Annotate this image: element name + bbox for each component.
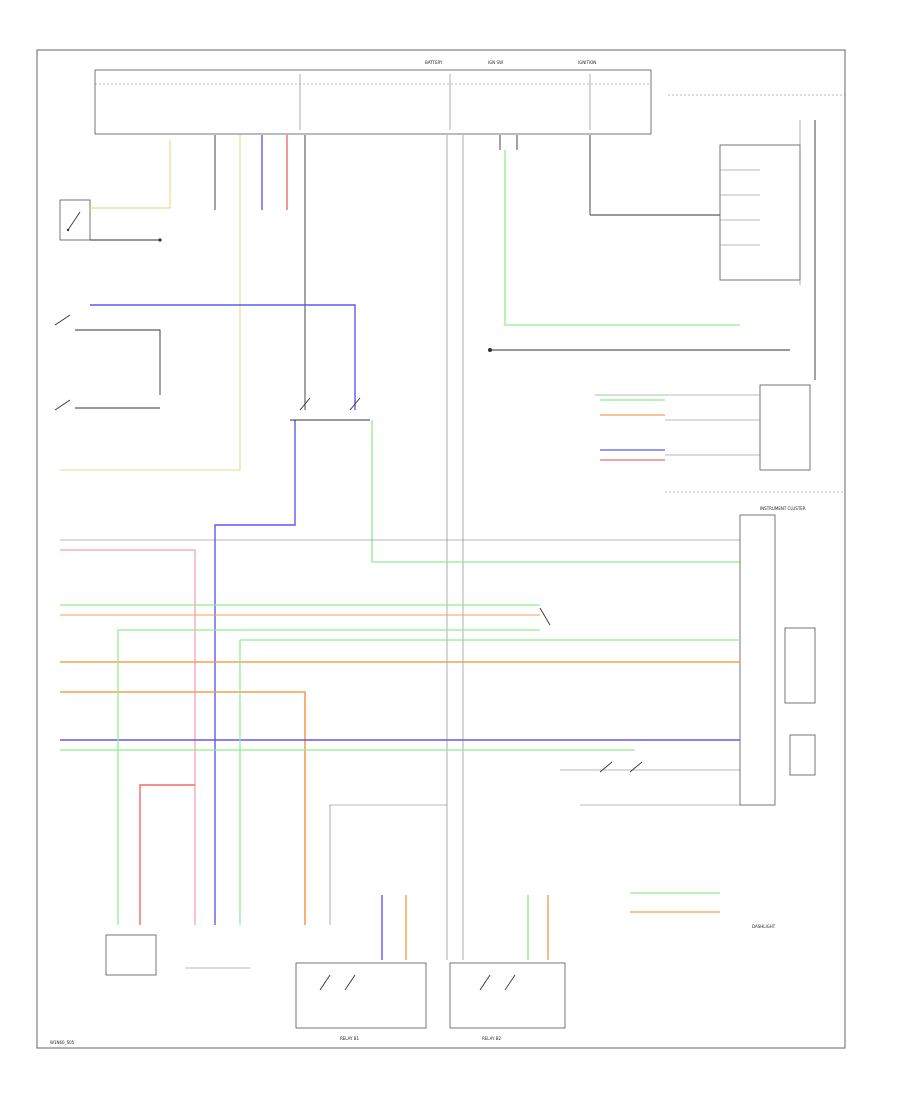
relay-box-left [295,962,427,1029]
relay-box-right [449,962,566,1029]
green-wire-mid [371,420,740,563]
pink-wire [60,549,196,925]
right-mid-connector [759,384,811,471]
yellow-wire-a [90,140,171,209]
green-wire-top-right [504,150,740,326]
outer-frame [36,49,846,1049]
relay-left-label: RELAY B1 [340,1036,360,1041]
bottom-left-module [105,934,157,976]
relay-right-label: RELAY B2 [482,1036,502,1041]
body-control-module [94,69,652,135]
instrument-cluster-box [739,514,776,806]
blue-wire-horizontal [90,304,356,410]
top-connector-label-2: IGN SW [488,60,503,65]
right-top-connector [719,144,801,281]
orange-wire-drop [60,691,306,925]
note-label: DASHLIGHT [752,924,776,929]
footer-code: W1N60_S05 [50,1040,75,1045]
top-connector-label-3: IGNITION [578,60,596,65]
blue-wire-vertical [214,420,296,925]
instrument-cluster-label: INSTRUMENT CLUSTER [760,506,806,511]
top-connector-label-1: BATTERY [425,60,443,65]
